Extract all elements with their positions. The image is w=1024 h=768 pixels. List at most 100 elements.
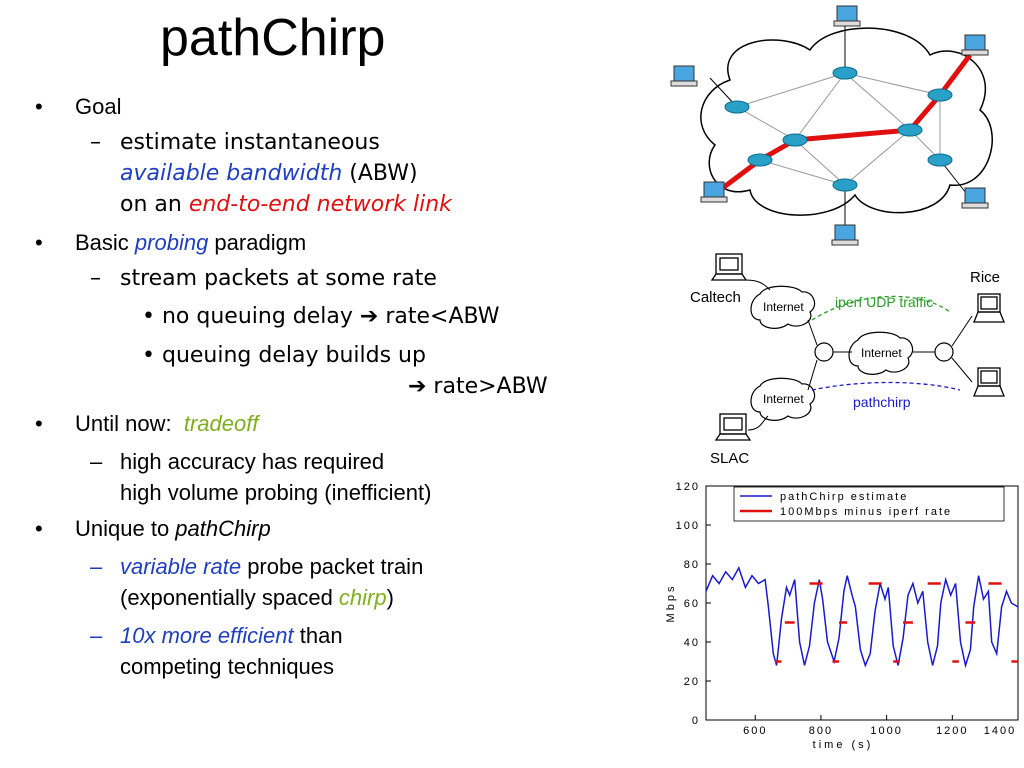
unique-sub1-text: variable rate probe packet train [120,551,423,582]
until-sub-line-1: – high accuracy has required [90,446,384,477]
y-tick-label: 0 [692,715,700,727]
y-tick-label: 20 [684,676,700,688]
bullet-marker: • [35,230,43,255]
pathchirp-traffic-arrow [811,381,961,391]
x-tick-label: 1200 [936,725,968,737]
arrow-right-icon: ➔ [359,304,379,329]
network-cloud-diagram [670,5,993,246]
abw-chart: 600 800 1000 1200 1400 0 20 40 60 80 100 120 pathCh… [665,481,1019,751]
x-tick-label: 600 [743,725,767,737]
until-label: Until now: tradeoff [75,408,258,439]
dash: – [90,623,103,648]
no-queue-result: rate<ABW [378,304,500,329]
tradeoff-term: tradeoff [183,411,259,436]
probing-term: probing [134,230,209,255]
y-tick-label: 60 [684,598,700,610]
unique-sub2-text: 10x more efficient than [120,620,343,651]
bullet-marker: • [35,411,43,436]
bullet-until: • Until now: tradeoff [35,408,258,439]
goal-sub-line-3: on an end-to-end network link [120,189,452,220]
iperf-traffic-label: iperf UDP traffic [835,294,933,310]
bullet-marker: • [142,304,155,329]
variable-rate-term: variable rate [120,554,242,579]
y-tick-label: 40 [684,637,700,649]
series-pathchirp-estimate [705,566,1019,669]
x-tick-label: 800 [809,725,833,737]
link-term: end-to-end network link [188,192,452,217]
no-queue-item: • no queuing delay ➔ rate<ABW [142,301,500,332]
host-computer-icons [670,5,989,246]
bullet-unique: • Unique to pathChirp [35,513,271,544]
slac-label: SLAC [710,450,749,467]
goal-label: Goal [75,94,122,119]
caltech-computer-icon [710,253,748,281]
basic-suffix: paradigm [208,230,307,255]
unique-sub1-line-1: – variable rate probe packet train [90,551,423,582]
internet-cloud-bottom [750,377,816,421]
testbed-diagram: Caltech SLAC Rice Internet Internet Inte… [690,253,1005,467]
router-left [814,342,834,362]
router-right [934,342,954,362]
unique-sub1-line-2: (exponentially spaced chirp) [120,582,394,613]
x-tick-label: 1000 [870,725,902,737]
bullet-marker: • [35,94,43,119]
unique-sub2-text-2: competing techniques [120,654,335,679]
x-tick-label: 1400 [984,725,1016,737]
bullet-marker: • [35,516,43,541]
basic-sub: – stream packets at some rate [90,263,437,294]
y-tick-label: 100 [676,520,700,532]
efficient-term: 10x more efficient [120,623,294,648]
chirp-term: chirp [338,585,387,610]
bullet-marker: • [142,343,155,368]
basic-sub-text: stream packets at some rate [120,266,437,291]
dash: – [90,449,103,474]
internet-middle-label: Internet [861,346,902,360]
goal-sub-line-2: available bandwidth (ABW) [120,158,418,189]
chart-legend: pathChirp estimate 100Mbps minus iperf r… [733,486,1005,522]
until-prefix: Until now: [75,411,184,436]
rice-computer-icons [973,293,1005,397]
goal-sub-line-1: – estimate instantaneous [90,127,380,158]
unique-sub1-suffix: ) [386,585,394,610]
unique-label: Unique to pathChirp [75,513,271,544]
unique-prefix: Unique to [75,516,176,541]
router-icons [724,66,953,192]
y-tick-label: 120 [676,481,700,493]
queue-result: ➔ rate>ABW [408,371,548,402]
dash: – [90,266,101,291]
pathchirp-name: pathChirp [175,516,271,541]
arrow-right-icon: ➔ [408,374,427,399]
no-queue-text: no queuing delay [161,304,360,329]
internet-cloud-top [750,285,816,329]
basic-prefix: Basic [75,230,135,255]
abw-term: available bandwidth [120,161,343,186]
slac-computer-icon [714,413,752,441]
unique-sub1-prefix: (exponentially spaced [120,585,339,610]
queue-item: • queuing delay builds up [142,340,426,371]
x-axis-label: time (s) [813,739,874,751]
internet-top-label: Internet [763,300,804,314]
legend-label-iperf: 100Mbps minus iperf rate [780,506,952,518]
chart-plot-area [705,485,1019,721]
unique-sub2-rest: than [293,623,343,648]
y-axis-label: Mbps [665,584,677,623]
unique-sub2-line-1: – 10x more efficient than [90,620,343,651]
internet-cloud-middle [848,331,914,375]
internet-bottom-label: Internet [763,392,804,406]
queue-text: queuing delay builds up [161,343,426,368]
y-tick-label: 80 [684,559,700,571]
basic-label: Basic probing paradigm [75,227,306,258]
until-sub-text-1: high accuracy has required [120,449,385,474]
legend-label-chirp: pathChirp estimate [780,491,908,503]
iperf-traffic-arrow [811,295,951,321]
abw-abbr: (ABW) [342,161,418,186]
queue-result-text: rate>ABW [426,374,548,399]
unique-sub1-rest: probe packet train [241,554,424,579]
until-sub-text-2: high volume probing (inefficient) [120,480,432,505]
dash: – [90,554,103,579]
bullet-basic: • Basic probing paradigm [35,227,306,258]
rice-label: Rice [970,269,1000,286]
goal-sub-text: estimate instantaneous [120,130,380,155]
slide-title: pathChirp [160,9,386,67]
bullet-goal: • Goal [35,91,121,122]
